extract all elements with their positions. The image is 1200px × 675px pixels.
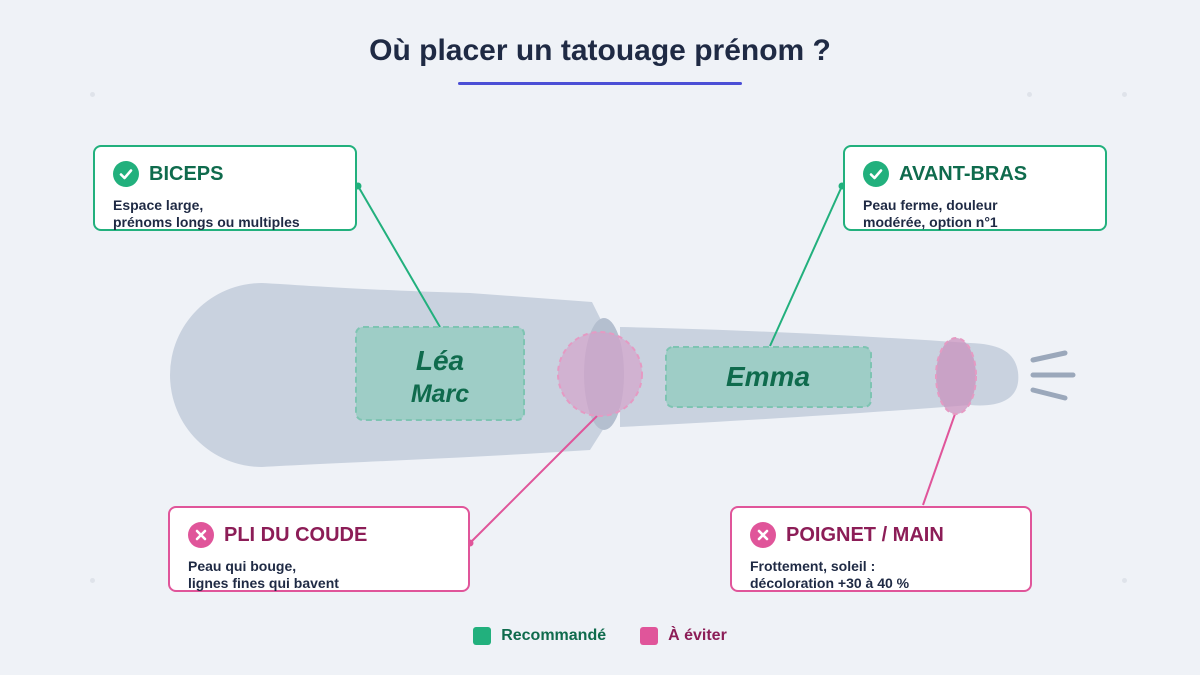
forearm-zone xyxy=(665,346,872,408)
wrist-avoid-zone xyxy=(935,337,977,415)
recommended-swatch xyxy=(473,627,492,645)
decor-dot xyxy=(90,92,95,97)
elbow-callout: PLI DU COUDE Peau qui bouge, lignes fine… xyxy=(168,506,470,592)
callout-title: POIGNET / MAIN xyxy=(786,523,944,546)
callout-title: BICEPS xyxy=(149,162,224,185)
forearm-name-1: Emma xyxy=(726,361,810,392)
biceps-leader-line xyxy=(357,185,441,328)
forearm-callout: AVANT-BRAS Peau ferme, douleur modérée, … xyxy=(843,145,1107,231)
callout-title: PLI DU COUDE xyxy=(224,523,368,546)
biceps-callout: BICEPS Espace large, prénoms longs ou mu… xyxy=(93,145,357,231)
title-underline xyxy=(458,82,742,85)
cross-icon xyxy=(188,522,214,548)
wrist-leader-line xyxy=(922,413,956,506)
biceps-name-2: Marc xyxy=(411,380,469,408)
biceps-zone xyxy=(355,326,525,421)
callout-description: Peau qui bouge, lignes fines qui bavent xyxy=(188,558,339,591)
page-title: Où placer un tatouage prénom ? xyxy=(369,34,831,67)
callout-description: Peau ferme, douleur modérée, option n°1 xyxy=(863,197,998,230)
avoid-swatch xyxy=(640,627,659,645)
cross-icon xyxy=(750,522,776,548)
forearm-leader-line xyxy=(769,185,843,347)
check-icon xyxy=(113,161,139,187)
legend: Recommandé À éviter xyxy=(0,627,1200,645)
callout-description: Frottement, soleil : décoloration +30 à … xyxy=(750,558,910,591)
legend-label: À éviter xyxy=(668,627,727,644)
legend-item-recommended: Recommandé xyxy=(473,627,606,645)
legend-label: Recommandé xyxy=(501,627,607,644)
legend-item-avoid: À éviter xyxy=(640,627,727,645)
biceps-name-1: Léa xyxy=(416,345,464,376)
callout-title: AVANT-BRAS xyxy=(899,162,1028,185)
check-icon xyxy=(863,161,889,187)
callout-description: Espace large, prénoms longs ou multiples xyxy=(113,197,300,230)
wrist-callout: POIGNET / MAIN Frottement, soleil : déco… xyxy=(730,506,1032,592)
decor-dot xyxy=(1122,578,1127,583)
decor-dot xyxy=(1122,92,1127,97)
decor-dot xyxy=(1027,92,1032,97)
decor-dot xyxy=(90,578,95,583)
elbow-leader-line xyxy=(469,415,598,544)
elbow-avoid-zone xyxy=(557,331,643,417)
fingers-shape xyxy=(1030,350,1076,401)
